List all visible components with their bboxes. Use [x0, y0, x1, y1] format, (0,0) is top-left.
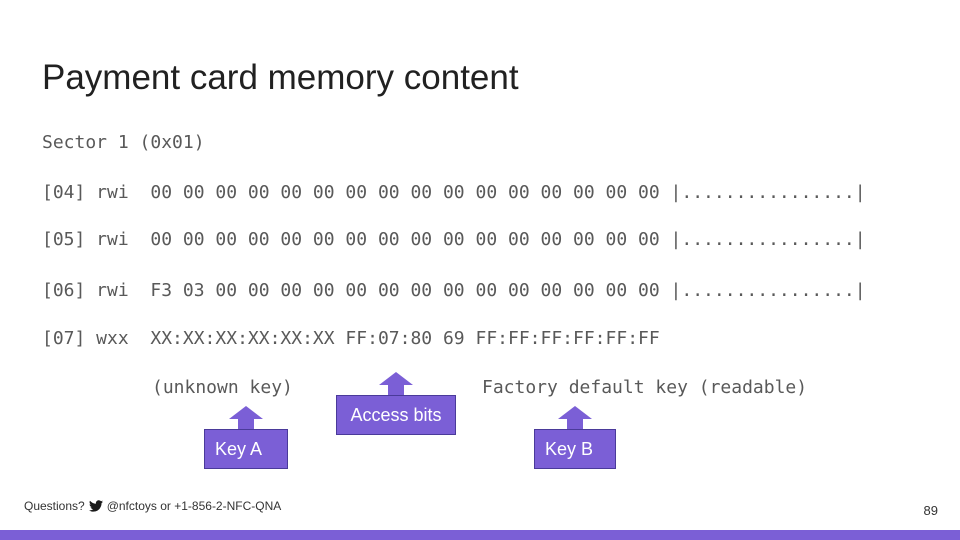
- memory-line-05: [05] rwi 00 00 00 00 00 00 00 00 00 00 0…: [42, 229, 866, 250]
- memory-line-06: [06] rwi F3 03 00 00 00 00 00 00 00 00 0…: [42, 280, 866, 301]
- arrow-stem: [238, 419, 254, 429]
- page-number: 89: [923, 503, 938, 518]
- arrow-stem: [388, 385, 404, 395]
- memory-line-04: [04] rwi 00 00 00 00 00 00 00 00 00 00 0…: [42, 182, 866, 203]
- arrow-up-icon: [379, 372, 413, 385]
- slide-title: Payment card memory content: [42, 58, 519, 97]
- key-a-callout: Key A: [204, 406, 288, 469]
- memory-line-07: [07] wxx XX:XX:XX:XX:XX:XX FF:07:80 69 F…: [42, 328, 660, 349]
- contact-text: @nfctoys or +1-856-2-NFC-QNA: [106, 499, 282, 513]
- arrow-up-icon: [558, 406, 592, 419]
- key-b-callout: Key B: [534, 406, 616, 469]
- key-b-label: Key B: [534, 429, 616, 469]
- access-bits-callout: Access bits: [336, 372, 456, 435]
- bottom-accent-bar: [0, 530, 960, 540]
- arrow-up-icon: [229, 406, 263, 419]
- unknown-key-note: (unknown key): [152, 377, 293, 398]
- questions-label: Questions?: [24, 499, 85, 513]
- sector-header: Sector 1 (0x01): [42, 132, 205, 153]
- access-bits-label: Access bits: [336, 395, 456, 435]
- footer: Questions? @nfctoys or +1-856-2-NFC-QNA: [24, 499, 281, 513]
- twitter-bird-icon: [88, 500, 103, 512]
- key-a-label: Key A: [204, 429, 288, 469]
- arrow-stem: [567, 419, 583, 429]
- factory-key-note: Factory default key (readable): [482, 377, 808, 398]
